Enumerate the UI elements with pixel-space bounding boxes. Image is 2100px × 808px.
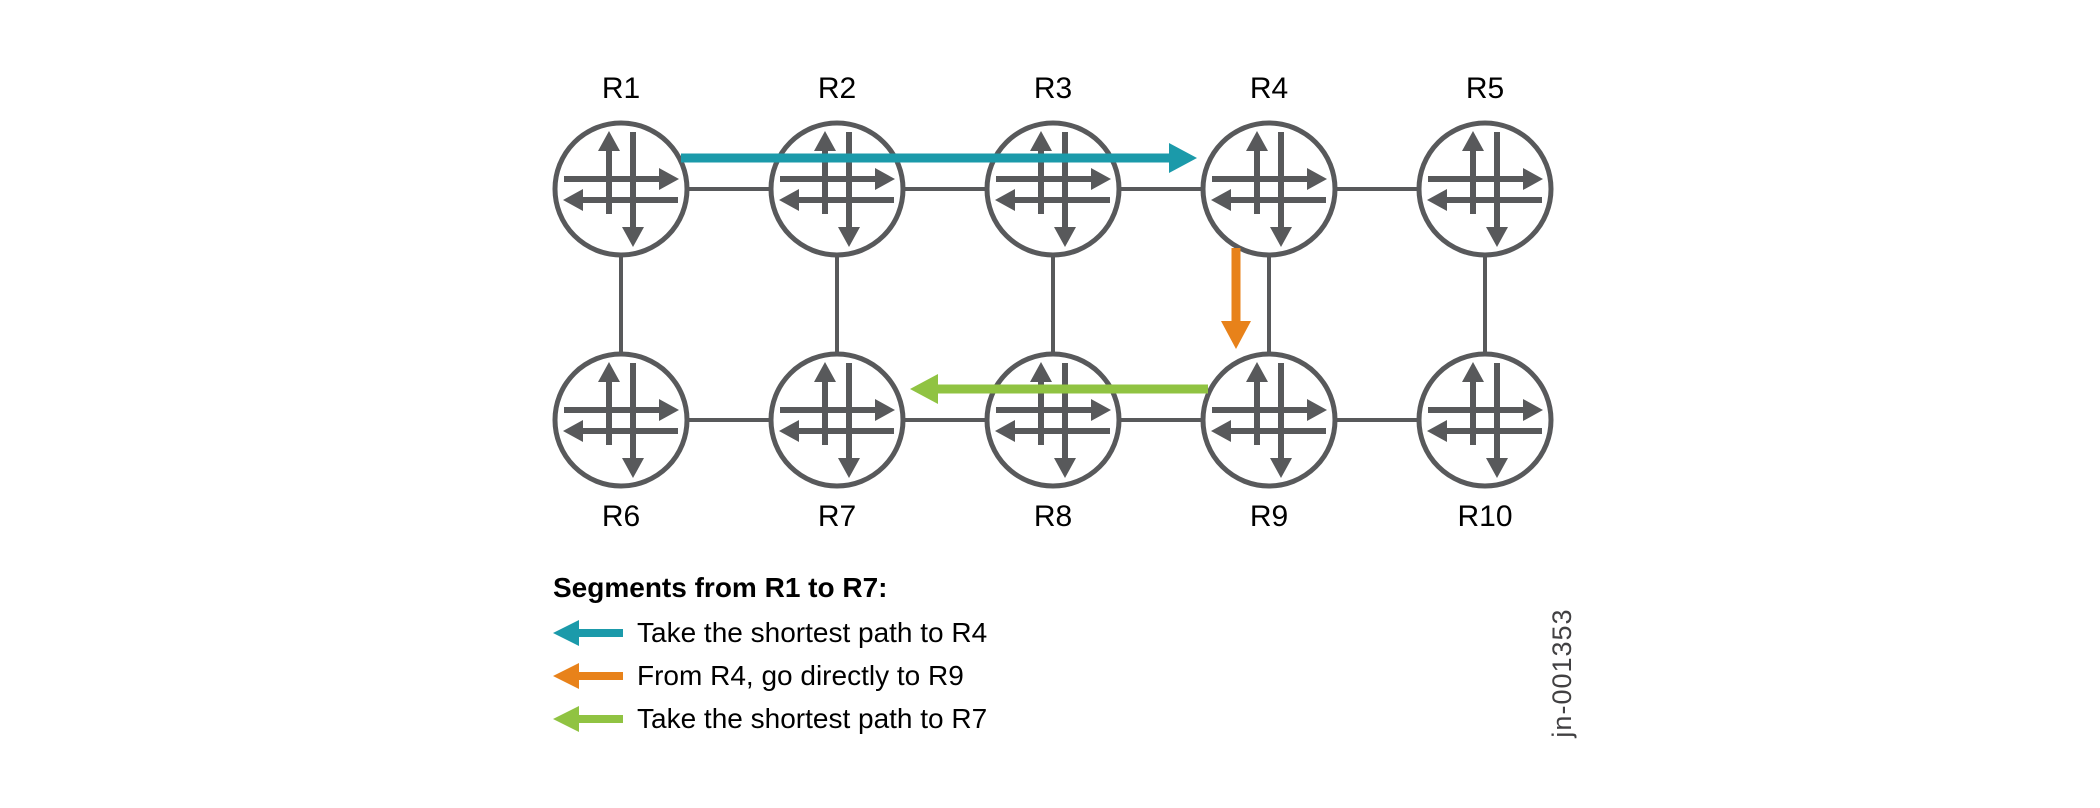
- legend-item-label: Take the shortest path to R7: [637, 703, 988, 734]
- router-circle: [984, 120, 1122, 258]
- segment-arrow-r1-to-r4: [681, 143, 1197, 173]
- router-circle: [552, 351, 690, 489]
- router-label-r5: R5: [1465, 72, 1505, 105]
- router-node-r3: [984, 120, 1122, 258]
- left-arrow-icon: [553, 620, 623, 646]
- router-circle: [1416, 351, 1554, 489]
- router-label-r2: R2: [817, 72, 857, 105]
- router-label-r6: R6: [601, 500, 641, 533]
- legend-item-label: Take the shortest path to R4: [637, 617, 988, 648]
- router-circle: [1200, 351, 1338, 489]
- path-segment-arrows: [681, 143, 1251, 404]
- router-node-r1: [552, 120, 690, 258]
- router-circle: [552, 120, 690, 258]
- router-nodes: [552, 120, 1554, 489]
- legend-arrow-icon: [553, 620, 623, 646]
- router-label-r7: R7: [817, 500, 857, 533]
- router-node-r9: [1200, 351, 1338, 489]
- router-label-r1: R1: [601, 72, 641, 105]
- router-node-r10: [1416, 351, 1554, 489]
- legend-arrow-icon: [553, 706, 623, 732]
- legend-item: Take the shortest path to R4: [553, 618, 987, 648]
- router-label-r10: R10: [1457, 500, 1513, 533]
- router-circle: [984, 351, 1122, 489]
- router-node-r6: [552, 351, 690, 489]
- legend-item: Take the shortest path to R7: [553, 704, 987, 734]
- left-arrow-icon: [553, 706, 623, 732]
- router-label-r4: R4: [1249, 72, 1289, 105]
- figure-id: jn-001353: [1547, 608, 1577, 738]
- legend-title: Segments from R1 to R7:: [553, 572, 888, 603]
- router-circle: [768, 351, 906, 489]
- router-label-r8: R8: [1033, 500, 1073, 533]
- router-node-r7: [768, 351, 906, 489]
- router-circle: [768, 120, 906, 258]
- router-node-r2: [768, 120, 906, 258]
- router-node-r4: [1200, 120, 1338, 258]
- segment-arrow-r4-to-r9: [1221, 248, 1251, 349]
- router-node-r8: [984, 351, 1122, 489]
- segment-arrow-r9-to-r7: [910, 374, 1208, 404]
- router-node-r5: [1416, 120, 1554, 258]
- legend: Segments from R1 to R7: Take the shortes…: [553, 572, 987, 747]
- left-arrow-icon: [553, 663, 623, 689]
- legend-item-label: From R4, go directly to R9: [637, 660, 964, 691]
- router-circle: [1200, 120, 1338, 258]
- legend-arrow-icon: [553, 663, 623, 689]
- router-label-r3: R3: [1033, 72, 1073, 105]
- legend-item: From R4, go directly to R9: [553, 661, 987, 691]
- router-label-r9: R9: [1249, 500, 1289, 533]
- router-circle: [1416, 120, 1554, 258]
